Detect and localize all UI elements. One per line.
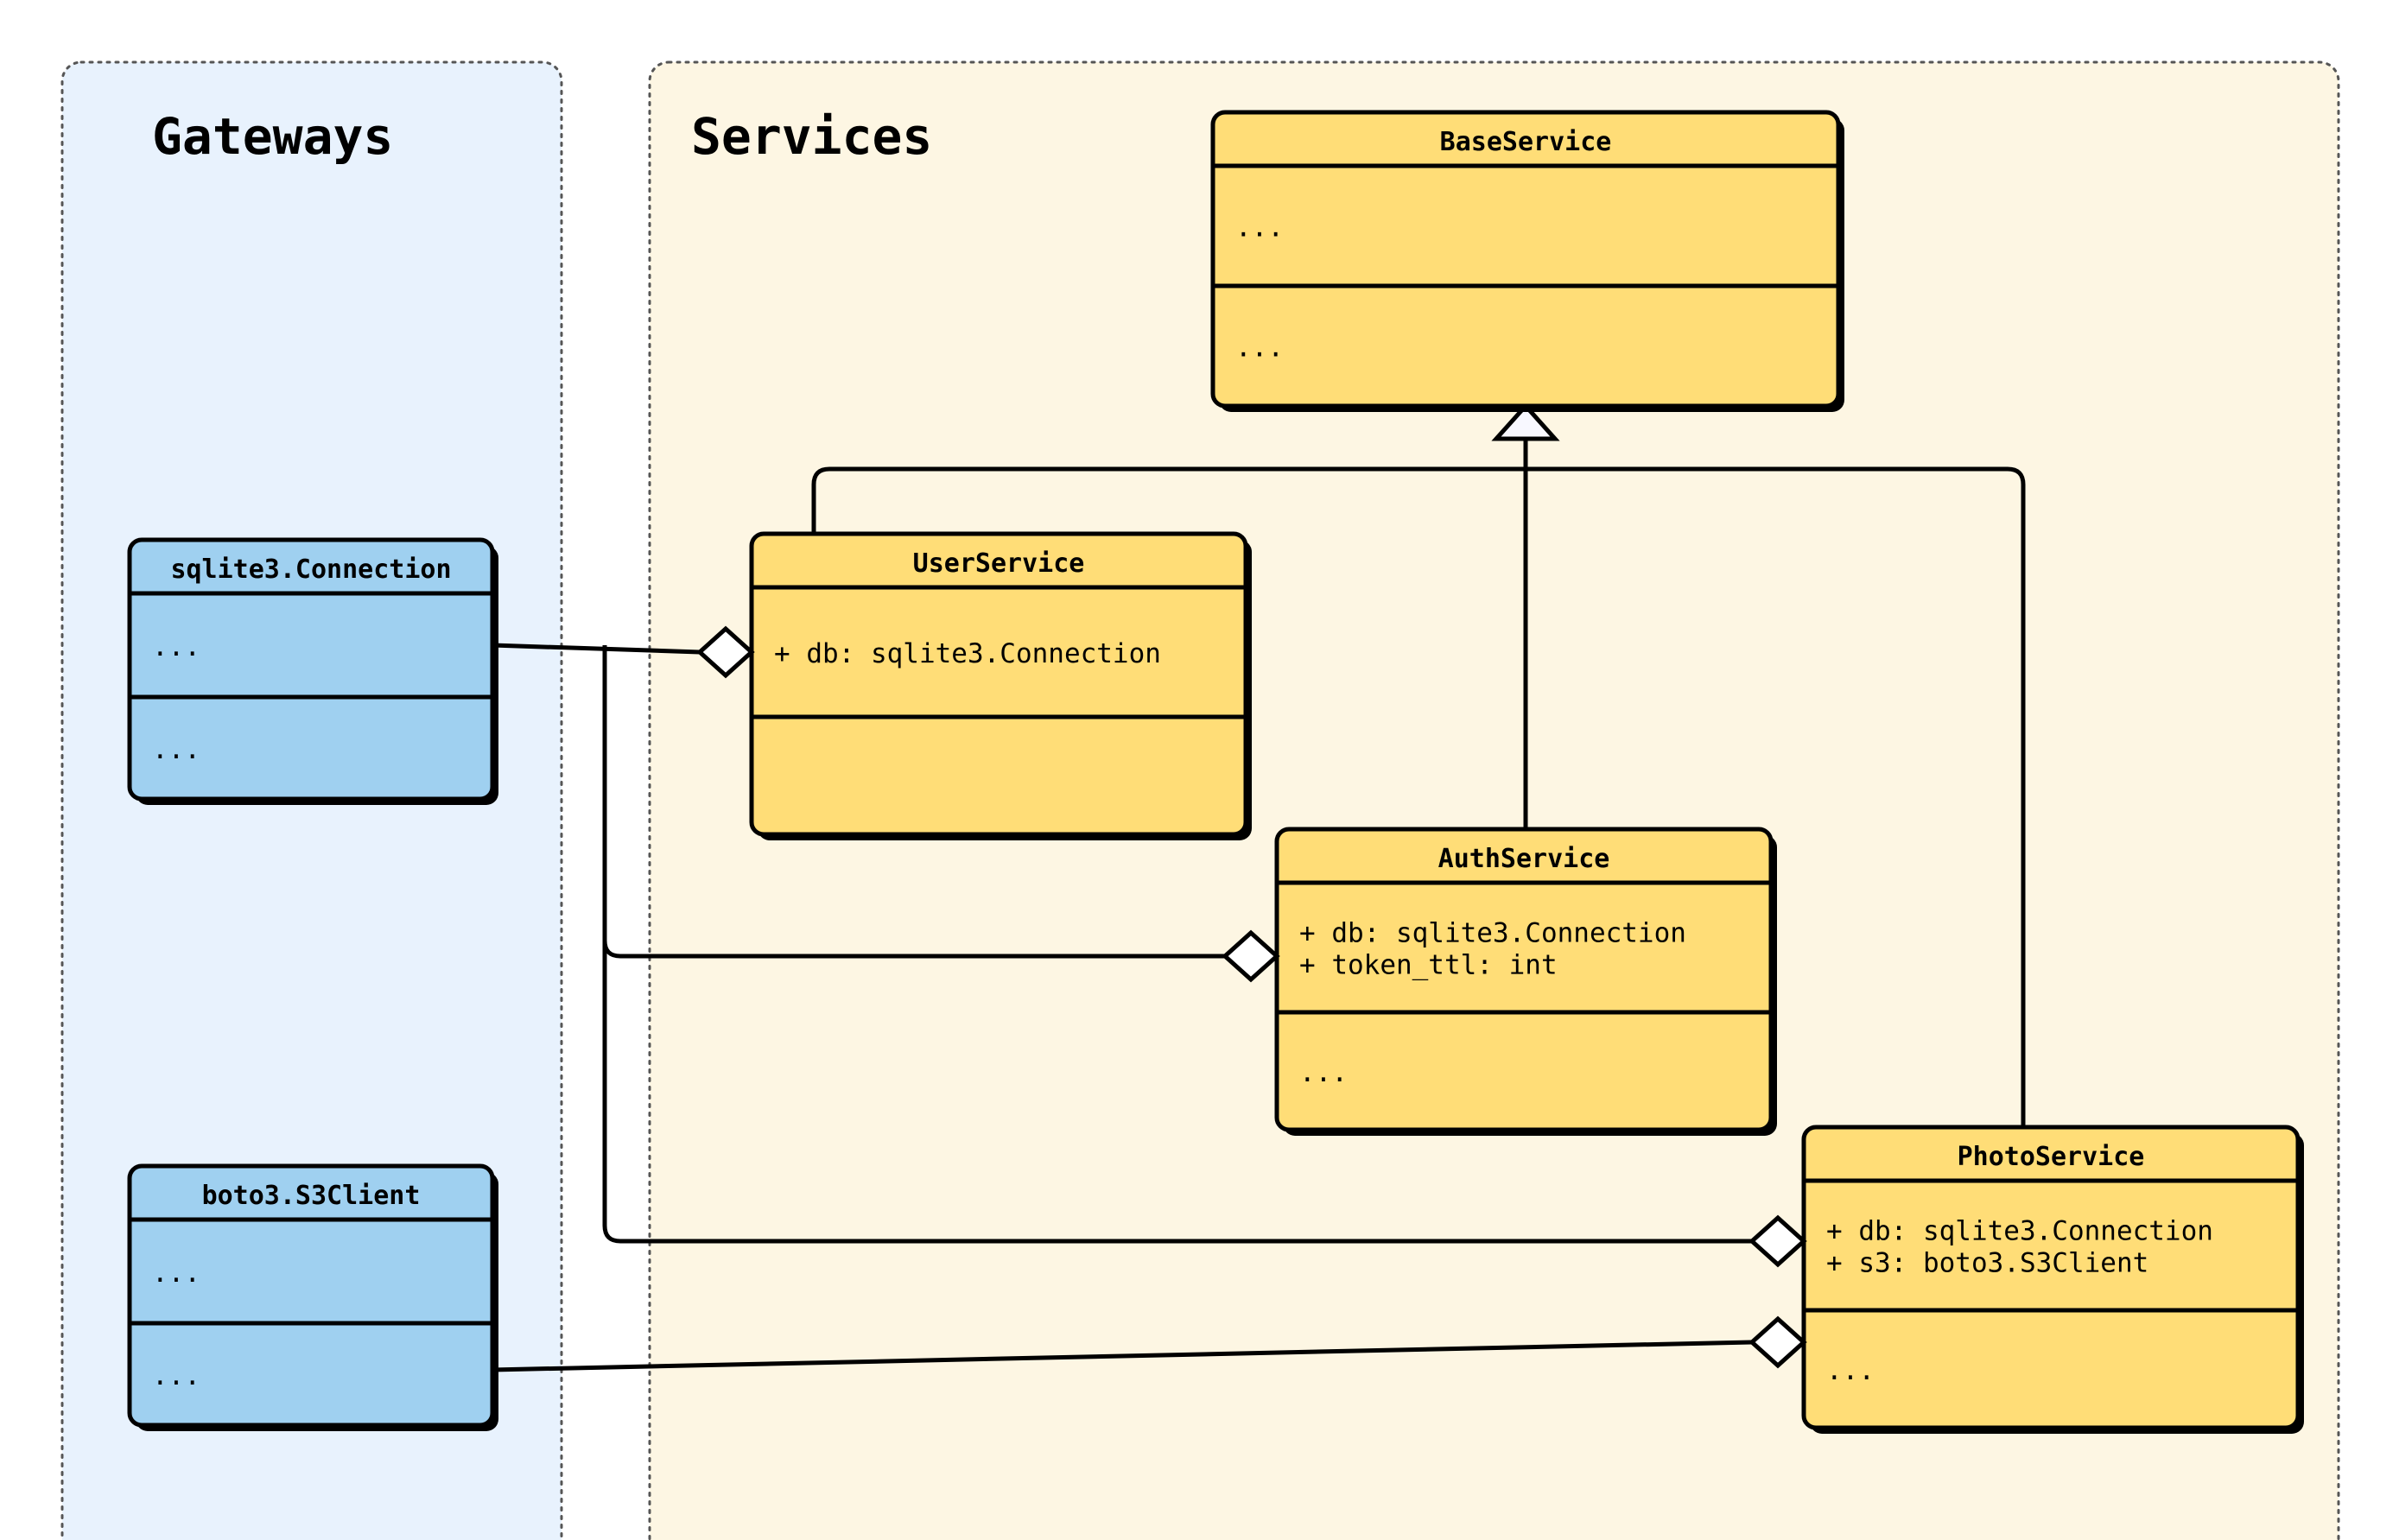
- aggregation-hollow-diamond-icon-userservice: [696, 625, 755, 679]
- class-attribute: + db: sqlite3.Connection: [774, 638, 1161, 669]
- aggregation-hollow-diamond-icon-authservice: [1222, 929, 1280, 983]
- generalization-edge-bus: [811, 466, 2026, 1127]
- class-body: [1210, 110, 1841, 409]
- class-method: ...: [152, 1360, 200, 1391]
- class-method: ...: [152, 734, 200, 765]
- class-sqlite3-connection[interactable]: sqlite3.Connection ... ...: [127, 537, 498, 805]
- aggregation-edge-authservice-connection: [602, 940, 1225, 959]
- class-body: [127, 1163, 495, 1428]
- aggregation-hollow-diamond-icon-photoservice-s3: [1748, 1315, 1807, 1369]
- class-method: ...: [1826, 1355, 1875, 1386]
- class-attribute: ...: [152, 631, 200, 662]
- class-attribute: ...: [152, 1258, 200, 1289]
- class-attribute: ...: [1235, 212, 1284, 244]
- class-name-userservice: UserService: [913, 548, 1085, 579]
- class-attribute: + db: sqlite3.Connection: [1826, 1216, 2213, 1247]
- aggregation-edge-photoservice-s3client: [492, 1340, 1753, 1372]
- class-attribute: + s3: boto3.S3Client: [1826, 1248, 2148, 1279]
- class-body: [1274, 827, 1774, 1132]
- class-name-baseservice: BaseService: [1440, 127, 1612, 157]
- aggregation-diamonds: [696, 625, 1807, 1369]
- class-name-boto3-s3client: boto3.S3Client: [202, 1181, 421, 1211]
- class-method: ...: [1235, 333, 1284, 364]
- aggregation-hollow-diamond-icon-photoservice-db: [1748, 1214, 1807, 1268]
- class-body: [127, 537, 495, 802]
- class-body: [1801, 1125, 2301, 1430]
- class-name-authservice: AuthService: [1438, 844, 1610, 874]
- generalization-hollow-triangle-icon: [1491, 402, 1560, 441]
- aggregation-edge-userservice-connection: [492, 643, 701, 655]
- package-services-label: Services: [691, 107, 932, 166]
- aggregation-edge-connection-trunk: [602, 645, 1752, 1244]
- class-userservice[interactable]: UserService + db: sqlite3.Connection: [749, 531, 1252, 840]
- class-name-photoservice: PhotoService: [1958, 1142, 2145, 1172]
- class-attribute: + db: sqlite3.Connection: [1299, 918, 1686, 949]
- class-method: ...: [1299, 1057, 1348, 1088]
- class-boto3-s3client[interactable]: boto3.S3Client ... ...: [127, 1163, 498, 1431]
- class-attribute: + token_ttl: int: [1299, 950, 1558, 981]
- class-photoservice[interactable]: PhotoService + db: sqlite3.Connection + …: [1801, 1125, 2304, 1434]
- class-body: [749, 531, 1248, 837]
- package-gateways-label: Gateways: [152, 107, 393, 166]
- class-name-sqlite3-connection: sqlite3.Connection: [170, 555, 451, 585]
- relationship-edges: [492, 402, 2026, 1372]
- class-baseservice[interactable]: BaseService ... ...: [1210, 110, 1844, 412]
- class-authservice[interactable]: AuthService + db: sqlite3.Connection + t…: [1274, 827, 1777, 1136]
